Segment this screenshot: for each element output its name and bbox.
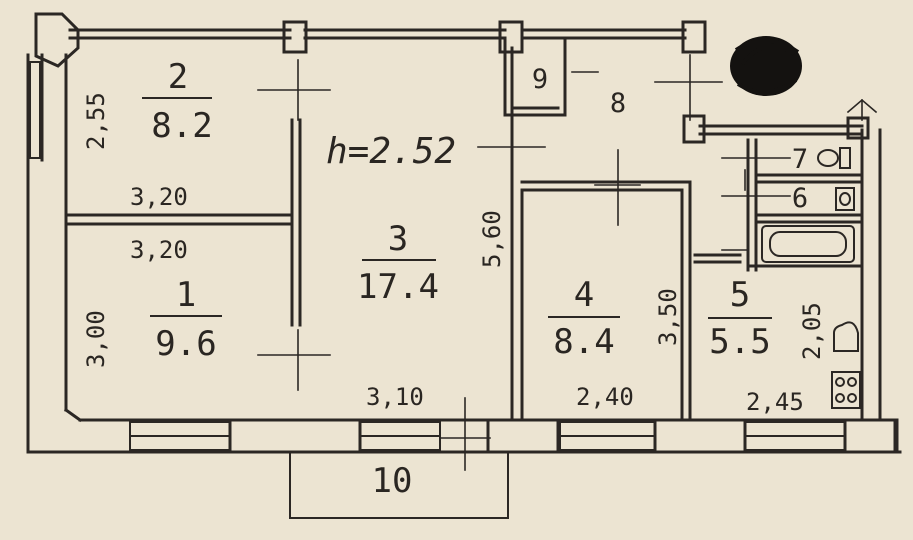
dimension-room5-width: 2,45 xyxy=(746,388,804,416)
room-2-area: 8.2 xyxy=(151,106,212,146)
ceiling-height-label: h=2.52 xyxy=(326,131,456,172)
room-3-area: 17.4 xyxy=(357,267,439,307)
room-4-number: 4 xyxy=(574,275,594,315)
stove-icon xyxy=(831,371,861,409)
dimension-room1-height: 3,00 xyxy=(82,310,110,368)
dimension-room3-width: 3,10 xyxy=(366,383,424,411)
room-5-number: 5 xyxy=(730,275,750,315)
room-3-number: 3 xyxy=(388,219,408,259)
dimension-ticks xyxy=(257,54,878,471)
room-5-area: 5.5 xyxy=(709,322,770,362)
dimension-room2-width: 3,20 xyxy=(130,183,188,211)
room-8-number: 8 xyxy=(610,88,626,119)
bathtub-icon xyxy=(761,225,855,263)
room-1-area: 9.6 xyxy=(155,324,216,364)
room-4-area: 8.4 xyxy=(553,322,614,362)
dimension-room1-width: 3,20 xyxy=(130,236,188,264)
room-2-number: 2 xyxy=(168,57,188,97)
balcony-outline xyxy=(289,451,509,519)
dimension-room3-height: 5,60 xyxy=(478,210,506,268)
dimension-room5-height: 2,05 xyxy=(798,302,826,360)
room-9-number: 9 xyxy=(532,64,548,95)
kitchen-sink-icon xyxy=(833,321,859,352)
area-fraction-lines xyxy=(142,97,772,319)
redaction-scribble xyxy=(730,36,802,96)
toilet-icon xyxy=(817,147,851,169)
dimension-room4-width: 2,40 xyxy=(576,383,634,411)
room-6-number: 6 xyxy=(792,183,808,214)
room-1-number: 1 xyxy=(176,275,196,315)
dimension-room4-height: 3,50 xyxy=(654,288,682,346)
sink-icon xyxy=(835,187,855,211)
room-7-number: 7 xyxy=(792,144,808,175)
wall-piers xyxy=(34,12,899,454)
interior-walls xyxy=(64,38,864,422)
room-10-number: 10 xyxy=(372,461,413,501)
dimension-room2-height: 2,55 xyxy=(82,92,110,150)
